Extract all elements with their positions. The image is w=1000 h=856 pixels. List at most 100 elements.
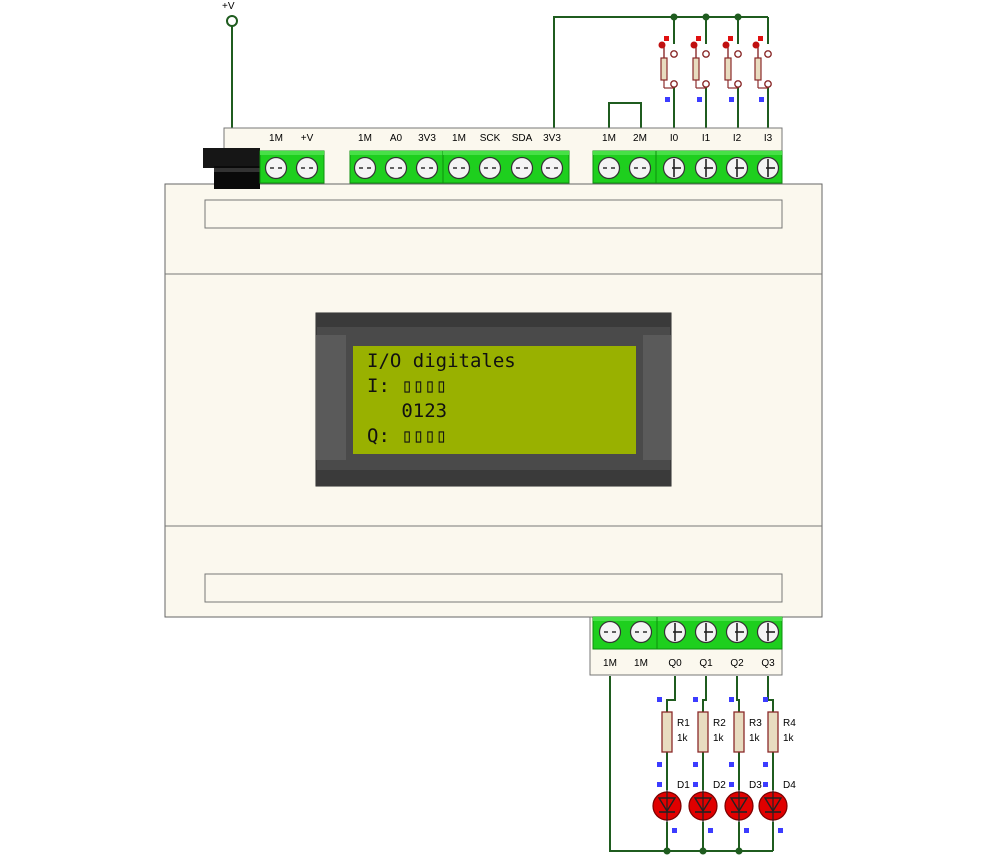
pin-marker [759, 97, 764, 102]
pin-marker [763, 762, 768, 767]
lcd-line-1: I/O digitales [367, 350, 516, 372]
input-terminal-screw[interactable] [725, 156, 749, 180]
push-buttons [658, 36, 772, 102]
led: D1 [652, 780, 690, 833]
pin-marker [657, 782, 662, 787]
terminal-label: 3V3 [418, 133, 436, 144]
input-terminal-screw[interactable] [694, 156, 718, 180]
lcd-line-4: Q: ▯▯▯▯ [367, 425, 447, 447]
power-terminal-screw[interactable] [264, 156, 288, 180]
terminal-blocks [259, 150, 783, 650]
analog-terminal-screw[interactable] [353, 156, 377, 180]
resistor-name: R4 [783, 718, 796, 729]
input-terminal-screw[interactable] [628, 156, 652, 180]
leds: D1 D2 D3 D4 [652, 780, 796, 833]
lcd-line-3: 0123 [367, 400, 447, 422]
output-terminal-screw[interactable] [598, 620, 622, 644]
led: D3 [724, 780, 762, 833]
supply-terminal[interactable]: +V [222, 1, 238, 27]
input-terminal-screw[interactable] [662, 156, 686, 180]
resistor-name: R3 [749, 718, 762, 729]
pin-marker [693, 782, 698, 787]
pin-marker [657, 762, 662, 767]
output-terminal-screw[interactable] [663, 620, 687, 644]
terminal-label: SDA [512, 133, 533, 144]
pin-marker [657, 697, 662, 702]
terminal-label: SCK [480, 133, 501, 144]
bottom-label-strip [204, 573, 783, 603]
push-button[interactable] [690, 36, 710, 102]
terminal-label: 1M [358, 133, 372, 144]
resistor-value: 1k [749, 733, 761, 744]
terminal-label: 3V3 [543, 133, 561, 144]
terminal-label: 1M [602, 133, 616, 144]
input-terminal-screw[interactable] [597, 156, 621, 180]
input-terminal-block [592, 150, 783, 184]
push-button[interactable] [752, 36, 772, 102]
terminal-label: 1M [452, 133, 466, 144]
output-terminal-screw[interactable] [756, 620, 780, 644]
terminal-label: 1M [634, 658, 648, 669]
terminal-label: Q1 [699, 658, 713, 669]
push-button[interactable] [658, 36, 678, 102]
output-terminal-screw[interactable] [694, 620, 718, 644]
terminal-label: I1 [702, 133, 711, 144]
pin-marker [672, 828, 677, 833]
output-terminal-screw[interactable] [629, 620, 653, 644]
resistor-value: 1k [783, 733, 795, 744]
wiring [231, 16, 774, 852]
pin-marker [729, 782, 734, 787]
terminal-label: I3 [764, 133, 773, 144]
pin-marker [697, 97, 702, 102]
resistor-value: 1k [677, 733, 689, 744]
lcd-line-2: I: ▯▯▯▯ [367, 375, 447, 397]
pin-marker [744, 828, 749, 833]
led-name: D1 [677, 780, 690, 791]
terminal-label: I0 [670, 133, 679, 144]
terminal-label: I2 [733, 133, 742, 144]
resistor-name: R2 [713, 718, 726, 729]
i2c-terminal-screw[interactable] [540, 156, 564, 180]
pin-marker [729, 697, 734, 702]
resistor-name: R1 [677, 718, 690, 729]
pin-marker [778, 828, 783, 833]
power-jack [203, 148, 260, 189]
top-label-strip [204, 199, 783, 229]
terminal-label: Q0 [668, 658, 682, 669]
pin-marker [665, 97, 670, 102]
resistor-value: 1k [713, 733, 725, 744]
pin-marker [763, 782, 768, 787]
i2c-terminal-screw[interactable] [510, 156, 534, 180]
led-name: D2 [713, 780, 726, 791]
i2c-terminal-screw[interactable] [478, 156, 502, 180]
lcd-screen [353, 346, 636, 454]
led: D2 [688, 780, 726, 833]
terminal-label: 2M [633, 133, 647, 144]
input-terminal-screw[interactable] [756, 156, 780, 180]
analog-terminal-screw[interactable] [384, 156, 408, 180]
i2c-terminal-screw[interactable] [447, 156, 471, 180]
push-button[interactable] [722, 36, 742, 102]
pin-marker [763, 697, 768, 702]
led-name: D3 [749, 780, 762, 791]
terminal-label: Q3 [761, 658, 775, 669]
pin-marker [693, 762, 698, 767]
pin-marker [729, 97, 734, 102]
terminal-label: Q2 [730, 658, 744, 669]
power-terminal-screw[interactable] [295, 156, 319, 180]
output-terminal-block [592, 616, 783, 650]
led-name: D4 [783, 780, 796, 791]
wire-junctions [663, 13, 743, 855]
pin-marker [708, 828, 713, 833]
output-terminal-screw[interactable] [725, 620, 749, 644]
terminal-label: 1M [269, 133, 283, 144]
analog-terminal-screw[interactable] [415, 156, 439, 180]
supply-label: +V [222, 1, 235, 12]
terminal-label: A0 [390, 133, 403, 144]
